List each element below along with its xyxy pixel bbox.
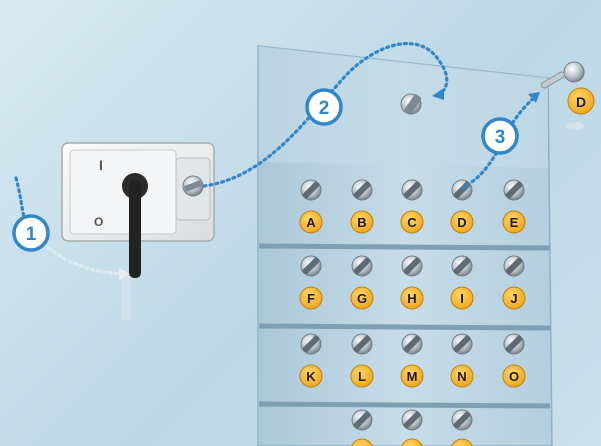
off-position-mark: O — [94, 215, 103, 229]
key-letter-label: G — [357, 291, 367, 306]
panel-divider — [258, 326, 550, 328]
key-letter-label: D — [457, 215, 466, 230]
key-letter-label: L — [358, 369, 366, 384]
step-badge-1: 1 — [14, 216, 48, 250]
rotary-handle-icon[interactable] — [129, 180, 141, 278]
key-letter-label: I — [460, 291, 464, 306]
key-reflection — [566, 122, 584, 130]
step-number: 3 — [495, 127, 506, 148]
key-letter-label: M — [407, 369, 418, 384]
key-letter-label: B — [357, 215, 366, 230]
panel-divider — [258, 246, 550, 248]
step-badge-2: 2 — [307, 90, 341, 124]
step-badge-3: 3 — [483, 119, 517, 153]
key-letter-label: K — [306, 369, 316, 384]
handle-shadow — [121, 276, 131, 320]
master-key-label: D — [576, 94, 586, 110]
on-position-mark: I — [99, 157, 103, 173]
key-letter-label: N — [457, 369, 466, 384]
panel-divider — [258, 404, 550, 406]
key-letter-label: F — [307, 291, 315, 306]
step1-path-bottom — [40, 240, 124, 274]
key-letter-label: O — [509, 369, 519, 384]
key-letter-label: E — [510, 215, 519, 230]
key-letter-label: J — [510, 291, 517, 306]
step-number: 2 — [319, 98, 330, 119]
isolator-switch: I O — [62, 143, 214, 320]
switch-faceplate — [70, 150, 176, 234]
key-letter-label: C — [407, 215, 417, 230]
step-number: 1 — [26, 224, 37, 245]
key-letter-label: A — [306, 215, 316, 230]
key-letter-label: H — [407, 291, 416, 306]
lock-cylinder-icon — [564, 62, 584, 82]
